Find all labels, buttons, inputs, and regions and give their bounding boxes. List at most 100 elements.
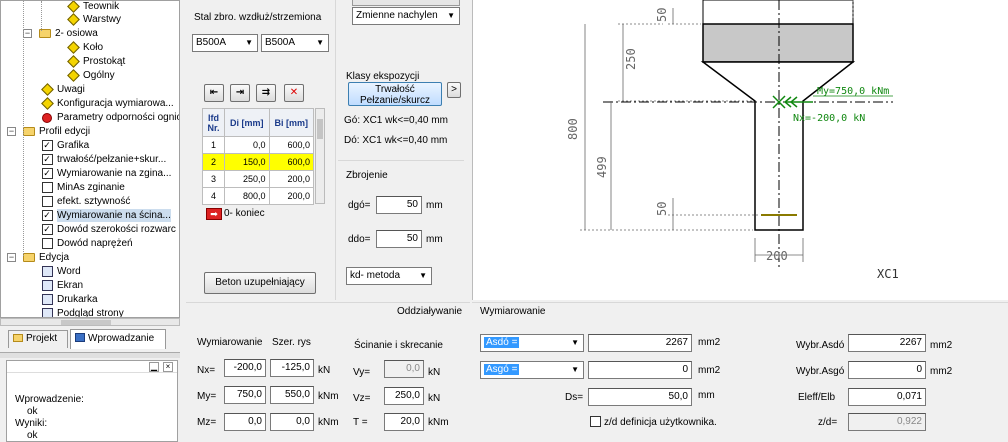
tree-item[interactable]: MinAs zginanie [41, 181, 125, 194]
divider [338, 160, 464, 161]
mz-input-2[interactable]: 0,0 [270, 413, 314, 431]
close-icon[interactable]: × [163, 362, 173, 372]
checkbox-icon[interactable] [41, 196, 53, 207]
checkbox-icon[interactable]: ✓ [41, 168, 53, 179]
asgo-unit: mm2 [698, 365, 721, 376]
tree-item[interactable]: Prostokąt [66, 55, 125, 68]
tree-item[interactable]: Dowód naprężeń [41, 237, 133, 250]
vy-input[interactable]: 0,0 [384, 360, 424, 378]
tree-item[interactable]: ✓Dowód szerokości rozwarc [41, 223, 176, 236]
row-cell[interactable]: 150,0 [224, 153, 270, 171]
row-cell[interactable]: 600,0 [268, 136, 314, 154]
method-select[interactable]: kd- metoda▼ [346, 267, 432, 285]
ddo-unit: mm [426, 234, 443, 245]
asdo-select[interactable]: Asdó =▼ [480, 334, 584, 352]
checkbox-icon[interactable]: ✓ [41, 210, 53, 221]
insert-row-before-button[interactable]: ⇤ [204, 84, 224, 102]
collapse-icon[interactable]: − [7, 126, 16, 136]
tree-item[interactable]: Ekran [41, 279, 83, 292]
tab-input[interactable]: Wprowadzanie [70, 329, 166, 349]
tree-item[interactable]: Edycja− [7, 251, 69, 264]
asdo-value[interactable]: 2267 [588, 334, 692, 352]
table-row[interactable]: 4 800,0 200,0 [202, 187, 314, 205]
tree-item[interactable]: 2- osiowa− [23, 27, 98, 40]
tree-item-label: Profil edycji [39, 126, 91, 137]
nx-input-2[interactable]: -125,0 [270, 359, 314, 377]
tree-item[interactable]: Konfiguracja wymiarowa... [40, 97, 174, 110]
checkbox-icon[interactable]: ✓ [41, 154, 53, 165]
insert-row-after-button[interactable]: ⇉ [256, 84, 276, 102]
asgo-value[interactable]: 0 [588, 361, 692, 379]
eleff-value[interactable]: 0,071 [848, 388, 926, 406]
steel-group: Stal zbro. wzdłuż/strzemiona B500A▼ B500… [186, 0, 336, 300]
ddo-input[interactable]: 50 [376, 230, 422, 248]
concrete-complement-button[interactable]: Beton uzupełniający [204, 272, 316, 294]
row-cell[interactable]: 600,0 [268, 153, 314, 171]
tree-item[interactable]: Teownik [66, 1, 119, 13]
nx-input-1[interactable]: -200,0 [224, 359, 266, 377]
row-cell[interactable]: 0,0 [224, 136, 270, 154]
tree-item[interactable]: efekt. sztywność [41, 195, 130, 208]
user-def-checkbox[interactable] [590, 416, 601, 427]
collapse-icon[interactable]: − [7, 252, 16, 262]
table-scrollbar[interactable] [315, 108, 325, 204]
section-drawing[interactable]: 50 250 800 499 50 200 My=750,0 kNm Nx=-2… [472, 0, 1008, 300]
shape-select[interactable]: Zmienne nachylen▼ [352, 7, 460, 25]
splitter[interactable] [0, 352, 180, 358]
vz-input[interactable]: 250,0 [384, 387, 424, 405]
tree-item[interactable]: ✓Grafika [41, 139, 89, 152]
insert-row-button[interactable]: ⇥ [230, 84, 250, 102]
wybr-asdo-unit: mm2 [930, 340, 953, 351]
collapse-icon[interactable]: − [23, 28, 32, 38]
wybr-asgo-value[interactable]: 0 [848, 361, 926, 379]
tree-item[interactable]: ✓Wymiarowanie na ścina... [41, 209, 171, 222]
checkbox-icon[interactable]: ✓ [41, 140, 53, 151]
tree-item[interactable]: Ogólny [66, 69, 115, 82]
zd-value[interactable]: 0,922 [848, 413, 926, 431]
table-row[interactable]: 3 250,0 200,0 [202, 170, 314, 188]
checkbox-icon[interactable]: ✓ [41, 224, 53, 235]
table-row[interactable]: 1 0,0 600,0 [202, 136, 314, 154]
minimize-icon[interactable]: ▁ [149, 362, 159, 372]
top-hidden-button[interactable] [352, 0, 460, 6]
dgo-input[interactable]: 50 [376, 196, 422, 214]
tree-item[interactable]: Koło [66, 41, 103, 54]
tree-item[interactable]: Podgląd strony [41, 307, 124, 317]
row-cell[interactable]: 800,0 [224, 187, 270, 205]
asgo-select[interactable]: Asgó =▼ [480, 361, 584, 379]
scroll-thumb[interactable] [317, 119, 323, 139]
tree-item[interactable]: ✓trwałość/pełzanie+skur... [41, 153, 166, 166]
scroll-thumb[interactable] [61, 320, 111, 325]
tree-item[interactable]: ✓Wymiarowanie na zgina... [41, 167, 171, 180]
table-row-selected[interactable]: 2 150,0 600,0 [202, 153, 314, 171]
tree-item[interactable]: Uwagi [40, 83, 85, 96]
my-input-2[interactable]: 550,0 [270, 386, 314, 404]
ds-value[interactable]: 50,0 [588, 388, 692, 406]
row-cell[interactable]: 200,0 [268, 170, 314, 188]
tree-item[interactable]: Profil edycji − [7, 125, 91, 138]
steel-long-value: B500A [196, 37, 227, 48]
tab-project[interactable]: Projekt [8, 330, 68, 348]
row-cell[interactable]: 250,0 [224, 170, 270, 188]
tree-item[interactable]: Parametry odporności ognio [41, 111, 179, 124]
steel-long-select[interactable]: B500A▼ [192, 34, 258, 52]
wybr-asdo-value[interactable]: 2267 [848, 334, 926, 352]
checkbox-icon[interactable] [41, 182, 53, 193]
tree-item[interactable]: Warstwy [66, 13, 121, 26]
layers-table[interactable]: lfd Nr. Di [mm] Bi [mm] 1 0,0 600,0 2 15… [202, 108, 314, 205]
t-input[interactable]: 20,0 [384, 413, 424, 431]
my-input-1[interactable]: 750,0 [224, 386, 266, 404]
tree-item-label: Konfiguracja wymiarowa... [57, 98, 174, 109]
tree-item[interactable]: Word [41, 265, 81, 278]
durability-button[interactable]: Trwałość Pełzanie/skurcz [348, 82, 442, 106]
row-cell[interactable]: 200,0 [268, 187, 314, 205]
tree-item[interactable]: Drukarka [41, 293, 98, 306]
checkbox-icon[interactable] [41, 238, 53, 249]
tree-horizontal-scrollbar[interactable] [0, 318, 180, 326]
steel-stirrup-select[interactable]: B500A▼ [261, 34, 329, 52]
mz-input-1[interactable]: 0,0 [224, 413, 266, 431]
mz-unit: kNm [318, 417, 339, 428]
exposure-more-button[interactable]: > [447, 82, 461, 98]
delete-row-button[interactable]: ✕ [284, 84, 304, 102]
